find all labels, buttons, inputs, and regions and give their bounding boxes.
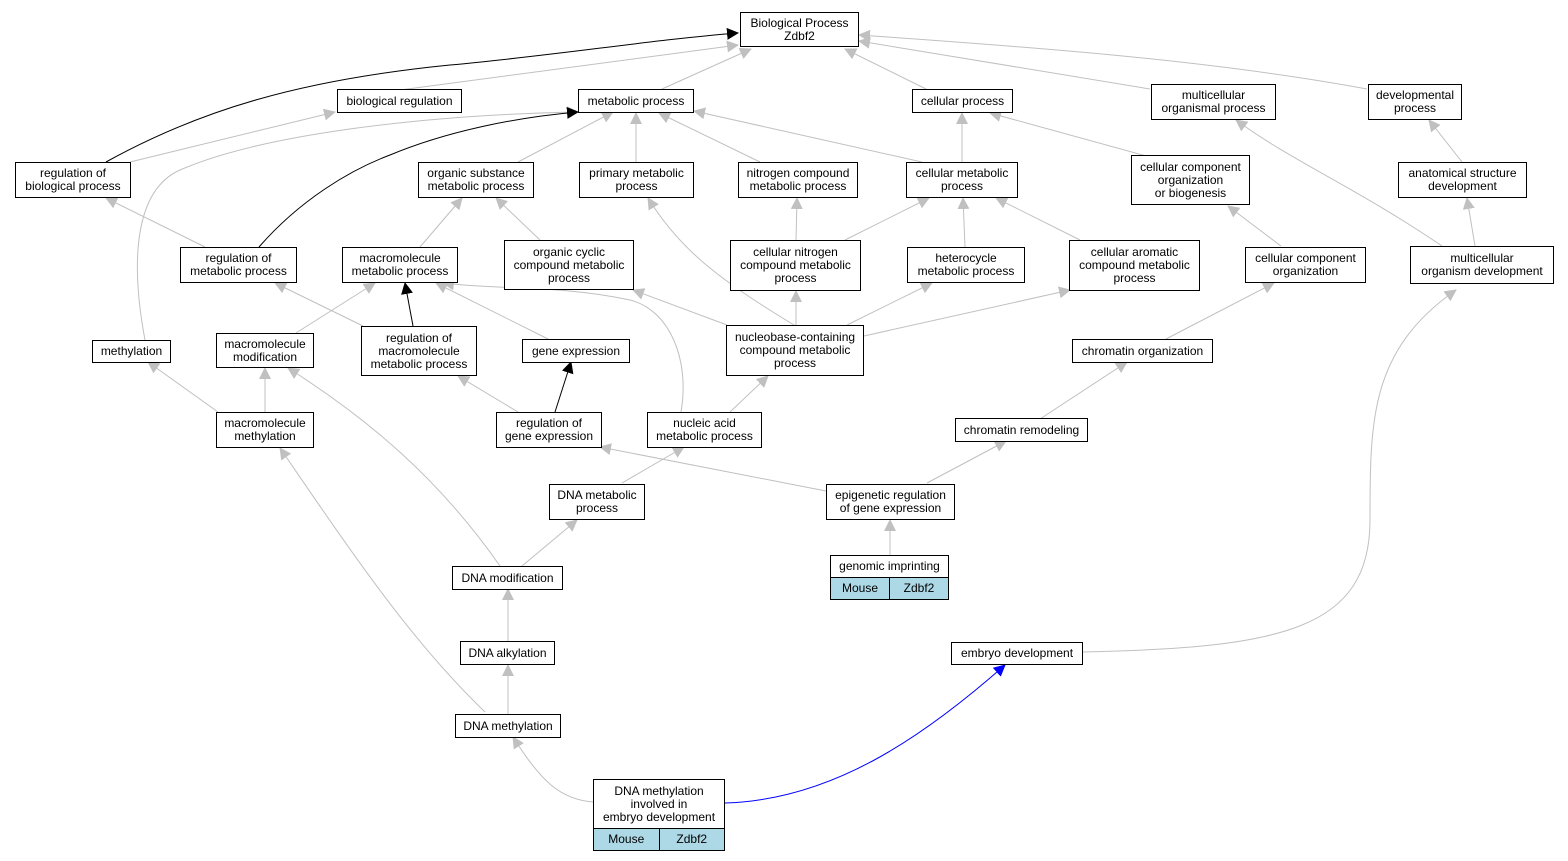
node-cellular-component-organization-or-biogenesis[interactable]: cellular component organization or bioge… bbox=[1131, 155, 1250, 205]
node-cellular-aromatic-compound-metabolic-process[interactable]: cellular aromatic compound metabolic pro… bbox=[1069, 240, 1200, 291]
node-macromolecule-metabolic-process[interactable]: macromolecule metabolic process bbox=[342, 247, 458, 283]
edge bbox=[599, 443, 827, 492]
edge bbox=[858, 29, 1368, 90]
edge bbox=[147, 361, 219, 413]
node-nitrogen-compound-metabolic-process[interactable]: nitrogen compound metabolic process bbox=[738, 162, 858, 198]
edge bbox=[512, 736, 595, 803]
node-genomic-imprinting-label: genomic imprinting bbox=[839, 559, 940, 573]
edge-embryo bbox=[724, 664, 1006, 804]
node-gene-expression[interactable]: gene expression bbox=[522, 339, 630, 363]
node-cellular-process[interactable]: cellular process bbox=[912, 89, 1013, 113]
edge-highlight bbox=[554, 361, 574, 413]
node-multicellular-organismal-process[interactable]: multicellular organismal process bbox=[1151, 84, 1276, 120]
node-nucleobase-containing-compound-metabolic-process[interactable]: nucleobase-containing compound metabolic… bbox=[726, 325, 864, 376]
edge bbox=[136, 106, 579, 341]
edge bbox=[1428, 119, 1463, 163]
node-regulation-of-macromolecule-metabolic-process[interactable]: regulation of macromolecule metabolic pr… bbox=[361, 326, 477, 376]
node-developmental-process[interactable]: developmental process bbox=[1368, 84, 1462, 120]
edge bbox=[729, 375, 769, 413]
node-metabolic-process[interactable]: metabolic process bbox=[578, 89, 694, 113]
edge bbox=[1081, 289, 1457, 653]
node-embryo-development[interactable]: embryo development bbox=[951, 642, 1083, 665]
node-epigenetic-regulation-of-gene-expression[interactable]: epigenetic regulation of gene expression bbox=[826, 484, 955, 520]
node-methylation[interactable]: methylation bbox=[92, 340, 171, 363]
node-nucleic-acid-metabolic-process[interactable]: nucleic acid metabolic process bbox=[647, 412, 762, 448]
edge bbox=[846, 282, 933, 326]
edge bbox=[844, 48, 927, 90]
node-cellular-component-organization[interactable]: cellular component organization bbox=[1245, 247, 1366, 283]
edge bbox=[105, 197, 206, 248]
edge bbox=[419, 197, 463, 248]
node-biological-process-root[interactable]: Biological Process Zdbf2 bbox=[740, 12, 859, 47]
edge bbox=[457, 375, 519, 413]
edge bbox=[621, 446, 685, 484]
edge bbox=[995, 197, 1081, 241]
edge bbox=[442, 278, 684, 413]
edge bbox=[435, 282, 551, 341]
node-genomic-imprinting[interactable]: genomic imprinting Mouse Zdbf2 bbox=[830, 555, 949, 600]
edge bbox=[661, 48, 752, 90]
node-dna-methylation-involved-in-embryo-development[interactable]: DNA methylation involved in embryo devel… bbox=[593, 779, 725, 851]
edge bbox=[658, 112, 761, 163]
edge bbox=[1165, 282, 1275, 340]
edge bbox=[1039, 361, 1128, 420]
annotation-gene: Zdbf2 bbox=[889, 578, 948, 599]
edge bbox=[632, 288, 728, 326]
node-regulation-of-gene-expression[interactable]: regulation of gene expression bbox=[496, 412, 602, 448]
edge bbox=[295, 282, 376, 334]
node-dna-metabolic-process[interactable]: DNA metabolic process bbox=[549, 484, 645, 520]
node-regulation-of-metabolic-process[interactable]: regulation of metabolic process bbox=[180, 247, 297, 283]
node-chromatin-remodeling[interactable]: chromatin remodeling bbox=[955, 418, 1088, 442]
node-organic-substance-metabolic-process[interactable]: organic substance metabolic process bbox=[418, 162, 534, 198]
annotation-gene: Zdbf2 bbox=[658, 829, 724, 850]
node-primary-metabolic-process[interactable]: primary metabolic process bbox=[579, 162, 694, 198]
edge bbox=[495, 197, 541, 241]
edge-highlight bbox=[401, 282, 414, 327]
edge bbox=[287, 367, 501, 567]
edge bbox=[858, 36, 1151, 90]
edge bbox=[1227, 205, 1282, 247]
edge bbox=[926, 440, 1007, 484]
node-heterocycle-metabolic-process[interactable]: heterocycle metabolic process bbox=[907, 247, 1025, 283]
edge bbox=[863, 286, 1071, 337]
annotation-species: Mouse bbox=[831, 578, 889, 599]
node-chromatin-organization[interactable]: chromatin organization bbox=[1072, 339, 1213, 363]
annotation-row: Mouse Zdbf2 bbox=[831, 577, 948, 599]
node-biological-regulation[interactable]: biological regulation bbox=[337, 89, 462, 113]
edge bbox=[844, 197, 930, 241]
node-dna-modification[interactable]: DNA modification bbox=[452, 566, 563, 590]
node-regulation-of-biological-process[interactable]: regulation of biological process bbox=[15, 162, 131, 198]
edge bbox=[647, 197, 795, 326]
edge bbox=[1235, 119, 1443, 247]
annotation-row: Mouse Zdbf2 bbox=[594, 828, 724, 850]
edge bbox=[517, 111, 614, 163]
edge bbox=[693, 107, 923, 163]
edge-highlight bbox=[258, 106, 579, 248]
annotation-species: Mouse bbox=[594, 829, 659, 850]
node-macromolecule-methylation[interactable]: macromolecule methylation bbox=[216, 412, 314, 448]
edge bbox=[521, 519, 578, 567]
edge bbox=[129, 108, 336, 163]
edge bbox=[790, 197, 803, 241]
node-anatomical-structure-development[interactable]: anatomical structure development bbox=[1398, 162, 1527, 198]
node-cellular-metabolic-process[interactable]: cellular metabolic process bbox=[906, 162, 1018, 198]
edge-highlight bbox=[105, 27, 739, 163]
edge bbox=[279, 447, 486, 713]
node-cellular-nitrogen-compound-metabolic-process[interactable]: cellular nitrogen compound metabolic pro… bbox=[730, 240, 861, 291]
node-dna-methylation-embryo-label: DNA methylation involved in embryo devel… bbox=[602, 783, 716, 824]
edge bbox=[957, 197, 970, 248]
node-dna-alkylation[interactable]: DNA alkylation bbox=[460, 641, 555, 665]
node-organic-cyclic-compound-metabolic-process[interactable]: organic cyclic compound metabolic proces… bbox=[504, 240, 634, 290]
node-dna-methylation[interactable]: DNA methylation bbox=[455, 714, 561, 738]
edge bbox=[274, 282, 364, 327]
node-macromolecule-modification[interactable]: macromolecule modification bbox=[216, 333, 314, 368]
edge bbox=[399, 40, 739, 91]
edge bbox=[989, 110, 1151, 158]
edge bbox=[1462, 197, 1476, 247]
node-multicellular-organism-development[interactable]: multicellular organism development bbox=[1410, 246, 1554, 284]
